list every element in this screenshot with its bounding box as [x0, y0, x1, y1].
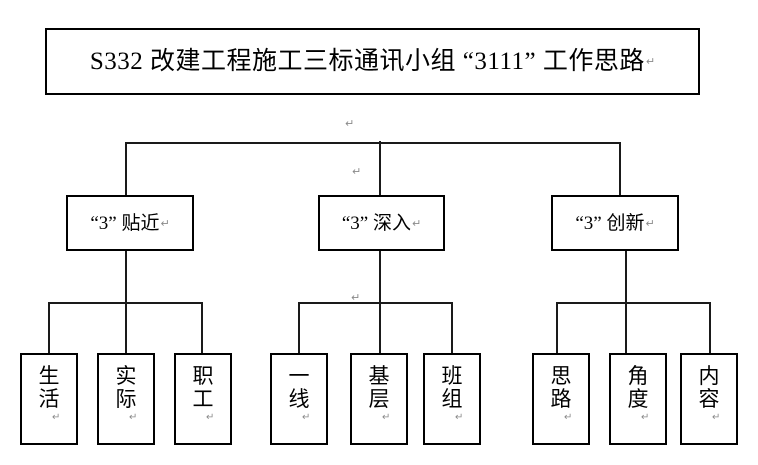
connector-branch2-drop-1 — [298, 302, 300, 354]
leaf-box-2-3: 班组 ↵ — [423, 353, 481, 445]
return-mark-icon: ↵ — [382, 412, 391, 423]
branch-box-2: “3” 深入↵ — [318, 195, 445, 251]
leaf-label-3-3: 内容 — [698, 364, 720, 411]
connector-branch1-drop-3 — [201, 302, 203, 354]
return-mark-icon: ↵ — [52, 412, 61, 423]
connector-branch3-drop-1 — [556, 302, 558, 354]
return-mark-icon: ↵ — [712, 412, 721, 423]
leaf-box-1-2: 实际 ↵ — [97, 353, 155, 445]
return-mark-icon: ↵ — [129, 412, 138, 423]
connector-branch1-drop-2 — [125, 302, 127, 354]
return-mark-icon: ↵ — [206, 412, 215, 423]
leaf-box-2-2: 基层 ↵ — [350, 353, 408, 445]
connector-branch2-bus — [298, 302, 453, 304]
return-mark-icon: ↵ — [411, 216, 422, 230]
branch-box-3: “3” 创新↵ — [551, 195, 679, 251]
branch-label-3: “3” 创新 — [575, 212, 645, 234]
leaf-label-3-1: 思路 — [550, 364, 572, 411]
return-mark-icon: ↵ — [564, 412, 573, 423]
connector-branch1-drop-1 — [48, 302, 50, 354]
connector-root-stem — [379, 141, 381, 197]
return-mark-icon: ↵ — [645, 216, 655, 230]
leaf-label-2-1: 一线 — [288, 364, 310, 411]
leaf-box-3-3: 内容 ↵ — [680, 353, 738, 445]
leaf-label-1-2: 实际 — [115, 364, 137, 411]
leaf-box-3-1: 思路 ↵ — [532, 353, 590, 445]
return-mark-icon: ↵ — [160, 216, 170, 230]
return-mark-icon: ↵ — [455, 412, 464, 423]
connector-branch3-drop-2 — [625, 302, 627, 354]
connector-branch2-drop-3 — [451, 302, 453, 354]
leaf-box-2-1: 一线 ↵ — [270, 353, 328, 445]
connector-branch2-drop-2 — [379, 302, 381, 354]
connector-branch1-stem — [125, 250, 127, 303]
connector-drop-branch-3 — [619, 142, 621, 197]
branch-box-1: “3” 贴近↵ — [66, 195, 194, 251]
connector-branch3-drop-3 — [709, 302, 711, 354]
title-box: S332 改建工程施工三标通讯小组 “3111” 工作思路↵ — [45, 28, 700, 95]
leaf-box-1-3: 职工 ↵ — [174, 353, 232, 445]
stray-return-mark-1: ↵ — [345, 117, 355, 130]
connector-branch3-bus — [556, 302, 711, 304]
page-title: S332 改建工程施工三标通讯小组 “3111” 工作思路 — [89, 48, 645, 75]
leaf-label-1-1: 生活 — [38, 364, 60, 411]
return-mark-icon: ↵ — [302, 412, 311, 423]
connector-drop-branch-1 — [125, 142, 127, 197]
leaf-label-3-2: 角度 — [627, 364, 649, 411]
leaf-box-1-1: 生活 ↵ — [20, 353, 78, 445]
stray-return-mark-3: ↵ — [351, 291, 361, 304]
connector-branch2-stem — [379, 250, 381, 303]
branch-label-2: “3” 深入 — [341, 212, 411, 234]
leaf-box-3-2: 角度 ↵ — [609, 353, 667, 445]
return-mark-icon: ↵ — [641, 412, 650, 423]
leaf-label-2-3: 班组 — [441, 364, 463, 411]
leaf-label-2-2: 基层 — [368, 364, 390, 411]
return-mark-icon: ↵ — [645, 55, 656, 68]
leaf-label-1-3: 职工 — [192, 364, 214, 411]
branch-label-1: “3” 贴近 — [90, 212, 160, 234]
connector-branch3-stem — [625, 250, 627, 303]
stray-return-mark-2: ↵ — [352, 165, 362, 178]
connector-main-bus — [125, 142, 621, 144]
